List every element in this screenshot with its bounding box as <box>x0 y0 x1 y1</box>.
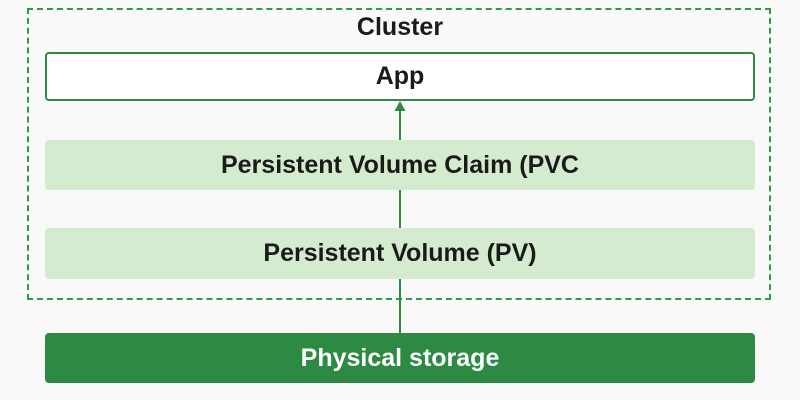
cluster-title: Cluster <box>356 13 444 41</box>
app-layer: App <box>45 52 755 101</box>
pv-layer: Persistent Volume (PV) <box>45 228 755 279</box>
physical-storage-layer: Physical storage <box>45 333 755 383</box>
pvc-layer: Persistent Volume Claim (PVC <box>45 140 755 190</box>
pv-layer-label: Persistent Volume (PV) <box>263 239 537 267</box>
pvc-layer-label: Persistent Volume Claim (PVC <box>221 150 579 179</box>
physical-storage-label: Physical storage <box>300 343 500 372</box>
app-layer-label: App <box>375 62 425 90</box>
